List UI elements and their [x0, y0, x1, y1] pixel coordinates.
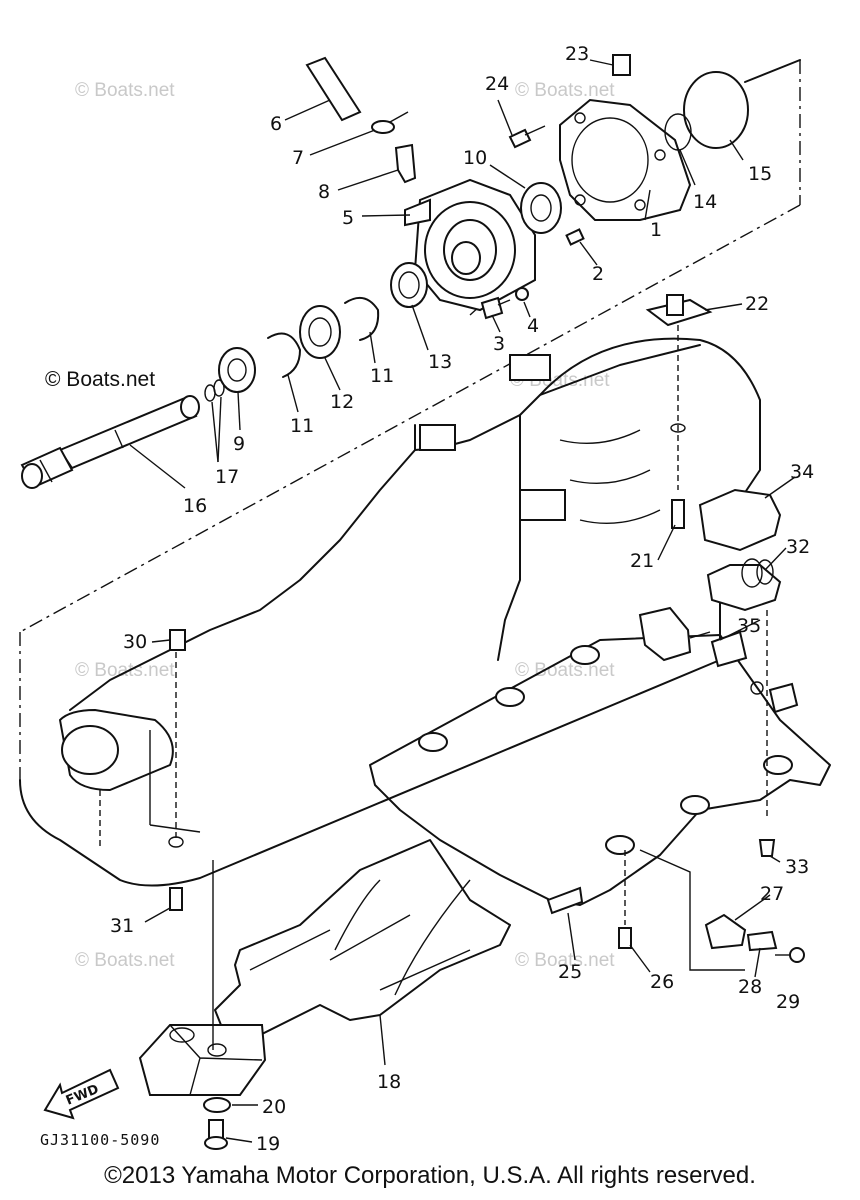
- bracket-27: [704, 913, 747, 950]
- cover-34: [698, 488, 782, 552]
- callout-13: 13: [428, 351, 452, 373]
- callout-1: 1: [650, 219, 662, 241]
- bolt-24: [508, 128, 532, 149]
- callout-26: 26: [650, 971, 674, 993]
- callout-18: 18: [377, 1071, 401, 1093]
- callout-21: 21: [630, 550, 654, 572]
- cap-part: [768, 682, 799, 714]
- oil-seal-9: [218, 347, 256, 393]
- hull-mount-tab-2: [519, 489, 566, 521]
- watermark-top-right: © Boats.net: [515, 80, 615, 101]
- cylinder-35: [710, 630, 748, 668]
- callout-11-left: 11: [290, 415, 314, 437]
- callout-22: 22: [745, 293, 769, 315]
- bearing-housing-5: [404, 178, 536, 312]
- connector-32: [706, 564, 782, 612]
- bearing-12: [299, 305, 341, 359]
- callout-numbers: 1 2 3 4 5 6 7 8 9 10 11 11 12 13 14 15 1…: [110, 43, 814, 1155]
- callout-24: 24: [485, 73, 509, 95]
- plate-22: [645, 294, 713, 490]
- hull-body: [19, 337, 761, 887]
- engine-bed-plate: [369, 634, 831, 971]
- plate-28: [746, 930, 778, 952]
- callout-31: 31: [110, 915, 134, 937]
- fitting-8: [394, 143, 417, 184]
- bracket-23: [612, 54, 631, 76]
- o-ring-15: [683, 71, 749, 149]
- o-ring-17b: [213, 379, 225, 397]
- callout-16: 16: [183, 495, 207, 517]
- callout-9: 9: [233, 433, 245, 455]
- hull-mount-tab-1: [419, 424, 456, 451]
- diagram-code: GJ31100-5090: [40, 1131, 160, 1149]
- pump-cover-1: [559, 98, 692, 221]
- drive-shaft-16: [20, 395, 200, 489]
- callout-33: 33: [785, 856, 809, 878]
- dowel-pin-2: [565, 228, 585, 246]
- o-ring-14: [664, 113, 692, 151]
- bolt-3: [480, 296, 504, 320]
- copyright-footer: ©2013 Yamaha Motor Corporation, U.S.A. A…: [104, 1162, 756, 1189]
- washer-4: [515, 287, 529, 301]
- callout-28: 28: [738, 976, 762, 998]
- fitting-socket: [638, 606, 692, 662]
- callout-20: 20: [262, 1096, 286, 1118]
- callout-6: 6: [270, 113, 282, 135]
- callout-8: 8: [318, 181, 330, 203]
- hose-6: [305, 56, 362, 122]
- callout-12: 12: [330, 391, 354, 413]
- leader-lines: [129, 59, 796, 1143]
- watermark-bottom-left: © Boats.net: [75, 950, 175, 971]
- callout-30: 30: [123, 631, 147, 653]
- bolt-29: [789, 947, 805, 963]
- washer-20: [203, 1097, 231, 1113]
- intake-block: [138, 1024, 267, 1096]
- callout-34: 34: [790, 461, 814, 483]
- callout-19: 19: [256, 1133, 280, 1155]
- callout-4: 4: [527, 315, 539, 337]
- bolt-33: [758, 839, 776, 857]
- callout-32: 32: [786, 536, 810, 558]
- circlip-11-right: [344, 296, 380, 341]
- pump-outlet: [61, 725, 119, 775]
- watermark-dark-left: © Boats.net: [45, 368, 155, 391]
- callout-25: 25: [558, 961, 582, 983]
- watermark-top-left: © Boats.net: [75, 80, 175, 101]
- bolt-26: [618, 927, 632, 949]
- callout-11-right: 11: [370, 365, 394, 387]
- bolt-31: [169, 887, 183, 911]
- bracket-25: [546, 886, 584, 915]
- bolt-21: [671, 499, 685, 529]
- watermark-bottom-right: © Boats.net: [515, 950, 615, 971]
- bearing-10: [520, 182, 562, 234]
- callout-15: 15: [748, 163, 772, 185]
- circlip-13: [390, 262, 428, 308]
- callout-29: 29: [776, 991, 800, 1013]
- callout-17: 17: [215, 466, 239, 488]
- watermark-mid-left: © Boats.net: [75, 660, 175, 681]
- hull-mount-tab-3: [509, 354, 551, 381]
- forward-arrow-icon: FWD: [43, 1068, 120, 1120]
- watermark-mid-right-2: © Boats.net: [515, 660, 615, 681]
- callout-14: 14: [693, 191, 717, 213]
- circlip-11-left: [267, 332, 301, 378]
- ride-plate-18: [214, 839, 511, 1041]
- callout-2: 2: [592, 263, 604, 285]
- bolt-30: [169, 629, 186, 651]
- callout-23: 23: [565, 43, 589, 65]
- callout-7: 7: [292, 147, 304, 169]
- callout-3: 3: [493, 333, 505, 355]
- callout-10: 10: [463, 147, 487, 169]
- callout-35: 35: [737, 615, 761, 637]
- callout-27: 27: [760, 883, 784, 905]
- clamp-7: [371, 120, 395, 134]
- callout-5: 5: [342, 207, 354, 229]
